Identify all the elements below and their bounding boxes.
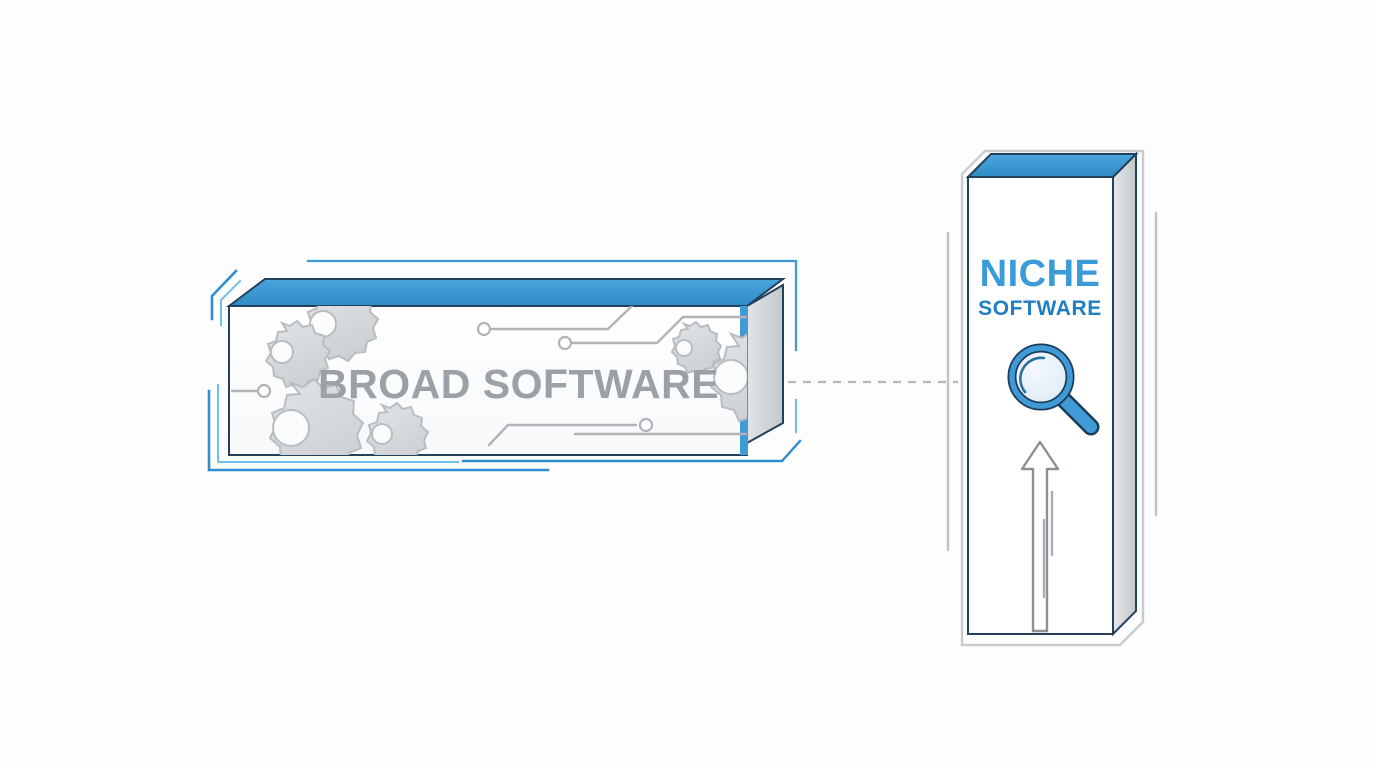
gear-icon <box>268 377 365 455</box>
niche-software-label: SOFTWARE <box>978 297 1102 320</box>
right-box-top-face <box>965 153 1139 178</box>
arrow-accent-lines <box>1042 490 1054 599</box>
gear-group <box>264 306 747 455</box>
left-box-side-face <box>746 283 784 445</box>
niche-label: NICHE <box>980 253 1101 295</box>
up-arrow-icon <box>1020 440 1060 633</box>
left-box-top-face <box>226 278 786 307</box>
magnifier-icon <box>1007 343 1100 436</box>
circuit-nodes <box>256 321 654 433</box>
niche-software-panel[interactable]: NICHE SOFTWARE <box>946 149 1158 647</box>
broad-software-panel[interactable]: BROAD SOFTWARE <box>207 259 802 478</box>
gear-icon <box>365 401 430 455</box>
left-panel-brackets <box>207 259 802 472</box>
gear-icon <box>670 320 723 376</box>
right-panel-outer-bracket <box>960 149 1145 647</box>
right-box-side-face <box>1112 151 1137 637</box>
broad-software-label: BROAD SOFTWARE <box>318 361 719 407</box>
circuit-traces <box>230 306 747 447</box>
gear-icon <box>709 332 747 423</box>
gear-icon <box>264 319 332 390</box>
